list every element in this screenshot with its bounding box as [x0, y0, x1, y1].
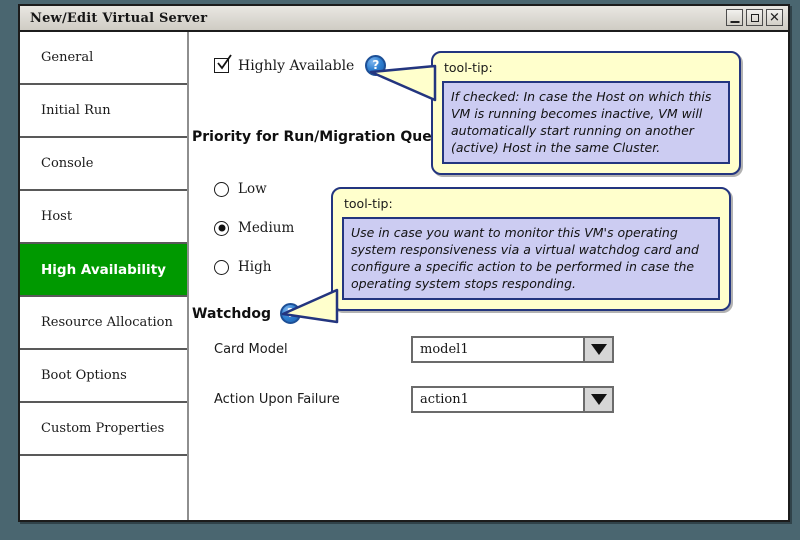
priority-option-low[interactable]: Low — [214, 181, 267, 197]
card-model-value: model1 — [420, 342, 469, 357]
tooltip-title: tool-tip: — [444, 60, 493, 75]
tooltip-tail-watchdog — [281, 288, 339, 324]
main-content-panel: Highly Available ? Priority for Run/Migr… — [189, 32, 788, 520]
card-model-label: Card Model — [214, 342, 288, 357]
radio-low[interactable] — [214, 181, 229, 197]
priority-option-high[interactable]: High — [214, 259, 271, 275]
tooltip-watchdog: tool-tip: Use in case you want to monito… — [331, 187, 731, 311]
tooltip-text: Use in case you want to monitor this VM'… — [342, 217, 720, 300]
sidebar-item-high-availability[interactable]: High Availability — [20, 244, 187, 297]
priority-option-medium[interactable]: Medium — [214, 220, 294, 236]
action-upon-failure-select[interactable]: action1 — [411, 386, 614, 413]
sidebar-item-console[interactable]: Console — [20, 138, 187, 191]
tooltip-tail-highly-available — [369, 64, 437, 102]
card-model-row: Card Model model1 — [214, 336, 788, 363]
chevron-down-icon — [590, 394, 607, 405]
window-controls: ✕ — [726, 9, 783, 26]
sidebar-item-label: Console — [41, 156, 94, 171]
card-model-select[interactable]: model1 — [411, 336, 614, 363]
highly-available-row: Highly Available ? — [214, 54, 387, 76]
sidebar-navigation: General Initial Run Console Host High Av… — [20, 32, 189, 520]
action-upon-failure-value: action1 — [420, 392, 469, 407]
sidebar-item-custom-properties[interactable]: Custom Properties — [20, 403, 187, 456]
sidebar-item-label: General — [41, 50, 94, 65]
highly-available-label: Highly Available — [238, 57, 355, 74]
minimize-button[interactable] — [726, 9, 743, 26]
sidebar-item-resource-allocation[interactable]: Resource Allocation — [20, 297, 187, 350]
radio-medium[interactable] — [214, 220, 229, 236]
sidebar-item-label: Initial Run — [41, 103, 111, 118]
close-button[interactable]: ✕ — [766, 9, 783, 26]
highly-available-checkbox[interactable] — [214, 54, 232, 73]
tooltip-highly-available: tool-tip: If checked: In case the Host o… — [431, 51, 741, 175]
tooltip-text: If checked: In case the Host on which th… — [442, 81, 730, 164]
priority-heading: Priority for Run/Migration Queue — [192, 129, 452, 145]
action-upon-failure-dropdown-button[interactable] — [583, 388, 612, 411]
radio-high[interactable] — [214, 259, 229, 275]
maximize-button[interactable] — [746, 9, 763, 26]
sidebar-item-label: Host — [41, 209, 73, 224]
maximize-icon — [750, 13, 759, 22]
sidebar-item-label: High Availability — [41, 261, 166, 278]
radio-label-high: High — [238, 259, 272, 275]
title-bar: New/Edit Virtual Server ✕ — [20, 6, 788, 32]
chevron-down-icon — [590, 344, 607, 355]
close-icon: ✕ — [769, 10, 780, 25]
checkmark-icon — [217, 54, 232, 70]
sidebar-item-initial-run[interactable]: Initial Run — [20, 85, 187, 138]
window-title: New/Edit Virtual Server — [30, 10, 208, 26]
sidebar-item-label: Resource Allocation — [41, 315, 173, 330]
sidebar-item-boot-options[interactable]: Boot Options — [20, 350, 187, 403]
minimize-icon — [730, 20, 739, 23]
action-upon-failure-row: Action Upon Failure action1 — [214, 386, 788, 413]
sidebar-item-label: Boot Options — [41, 368, 127, 383]
radio-label-low: Low — [238, 181, 267, 197]
dialog-window: New/Edit Virtual Server ✕ General Initia… — [18, 4, 790, 522]
radio-label-medium: Medium — [238, 220, 295, 236]
dialog-body: General Initial Run Console Host High Av… — [20, 32, 788, 520]
card-model-dropdown-button[interactable] — [583, 338, 612, 361]
sidebar-item-label: Custom Properties — [41, 421, 165, 436]
action-upon-failure-label: Action Upon Failure — [214, 392, 340, 407]
watchdog-heading: Watchdog — [192, 305, 272, 322]
sidebar-empty-area — [20, 456, 187, 520]
tooltip-title: tool-tip: — [344, 196, 393, 211]
sidebar-item-general[interactable]: General — [20, 32, 187, 85]
sidebar-item-host[interactable]: Host — [20, 191, 187, 244]
